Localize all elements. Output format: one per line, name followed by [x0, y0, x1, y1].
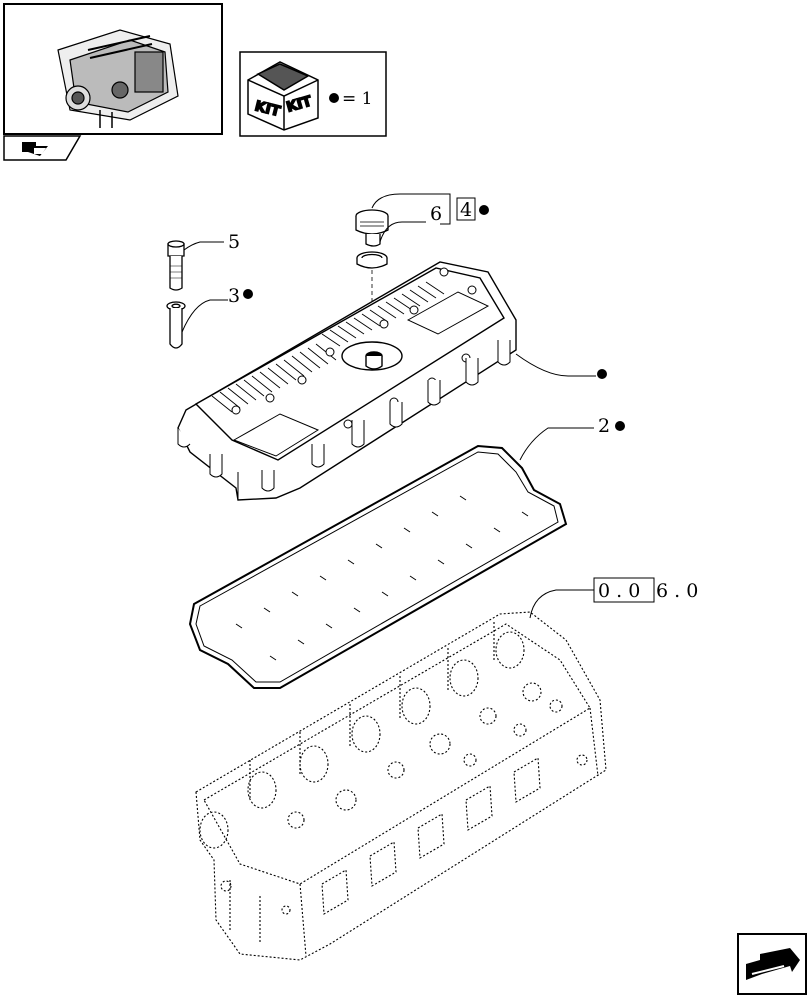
- spacer-sleeve-part: [166, 301, 186, 349]
- kit-label-right: KIT: [285, 93, 314, 116]
- cylinder-head-reference: [195, 611, 607, 961]
- callout-2: 2: [598, 415, 610, 437]
- engine-thumbnail-panel[interactable]: [3, 3, 223, 135]
- nav-back-button[interactable]: [3, 135, 82, 161]
- valve-cover-part: [177, 261, 517, 501]
- kit-legend: KIT KIT = 1: [239, 51, 387, 137]
- engine-thumbnail-icon: [57, 29, 179, 128]
- callout-4: 4: [460, 199, 472, 221]
- kit-label-left: KIT: [253, 98, 282, 120]
- filled-dot-icon: [597, 369, 607, 379]
- filled-dot-icon: [615, 421, 625, 431]
- oil-cap-seal-ring: [356, 251, 388, 269]
- kit-quantity-text: = 1: [342, 89, 372, 109]
- kit-box-icon: KIT KIT: [247, 61, 319, 131]
- gasket-part: [188, 444, 568, 689]
- nav-next-button[interactable]: [737, 933, 807, 995]
- navigation-next-icon: [746, 948, 800, 980]
- filled-dot-icon: [479, 205, 489, 215]
- filled-dot-icon: [243, 289, 253, 299]
- callout-3: 3: [228, 285, 240, 307]
- breather-cap-part: [355, 209, 389, 247]
- bolt-part: [167, 240, 185, 291]
- navigation-back-icon: [22, 142, 48, 156]
- callout-6: 6: [430, 203, 442, 225]
- reference-box[interactable]: [593, 577, 655, 603]
- reference-code-boxed: 0 . 0: [598, 580, 640, 602]
- callout-5: 5: [228, 231, 240, 253]
- reference-code-tail: 6 . 0: [656, 580, 698, 602]
- filled-dot-icon: [329, 93, 339, 103]
